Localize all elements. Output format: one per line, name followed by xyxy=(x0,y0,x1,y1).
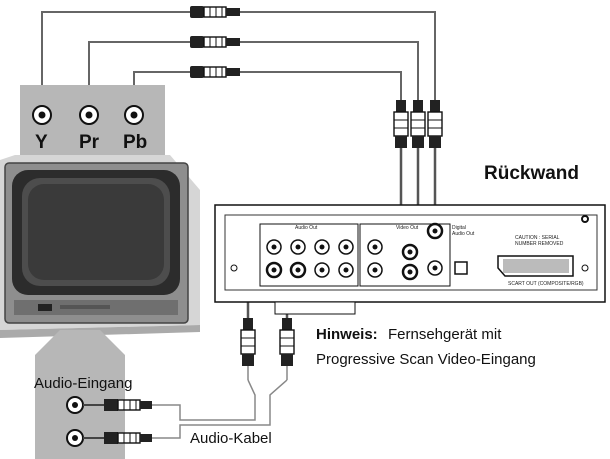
rca-plug-icon xyxy=(240,318,256,366)
audio-input-plate xyxy=(35,330,152,459)
rca-plug-icon xyxy=(83,432,152,444)
rca-plug-icon xyxy=(190,36,240,48)
screw-icon xyxy=(581,215,589,223)
screw-icon xyxy=(581,264,589,272)
jack-y-icon xyxy=(32,105,52,125)
audio-input-label: Audio-Eingang xyxy=(34,375,132,392)
rca-plug-icon xyxy=(190,6,240,18)
rca-plug-icon xyxy=(393,100,409,148)
jack-pr-icon xyxy=(79,105,99,125)
rca-plug-icon xyxy=(190,66,240,78)
note-line-2: Progressive Scan Video-Eingang xyxy=(316,351,536,368)
video-out-caption: Video Out xyxy=(396,225,419,231)
component-input-plate: Y Pr Pb xyxy=(20,85,165,155)
component-cable-pb xyxy=(133,71,402,100)
audio-jack-right-icon xyxy=(66,429,84,447)
video-out-jacks xyxy=(367,222,444,281)
jack-pb-icon xyxy=(124,105,144,125)
note-heading: Hinweis: xyxy=(316,326,378,343)
screw-icon xyxy=(230,264,238,272)
rca-plug-icon xyxy=(83,399,152,411)
jack-label-pb: Pb xyxy=(123,132,147,153)
rear-panel-label: Rückwand xyxy=(484,163,579,184)
audio-cable-label: Audio-Kabel xyxy=(190,430,272,447)
component-cable-pr xyxy=(88,41,419,100)
component-cable-y xyxy=(41,11,436,100)
jack-label-y: Y xyxy=(35,132,48,153)
scart-label: SCART OUT (COMPOSITE/RGB) xyxy=(508,281,584,287)
rca-plug-icon xyxy=(410,100,426,148)
audio-jack-left-icon xyxy=(66,396,84,414)
rca-plug-icon xyxy=(279,318,295,366)
tv-icon xyxy=(0,155,200,338)
audio-out-jacks xyxy=(265,239,354,279)
scart-connector-icon xyxy=(497,255,574,277)
jack-label-pr: Pr xyxy=(79,132,100,153)
rca-plug-icon xyxy=(427,100,443,148)
optical-port-icon xyxy=(454,261,468,275)
note-line-1: Fernsehgerät mit xyxy=(388,326,502,343)
audio-out-caption: Audio Out xyxy=(295,225,318,231)
audio-cable xyxy=(152,365,288,439)
